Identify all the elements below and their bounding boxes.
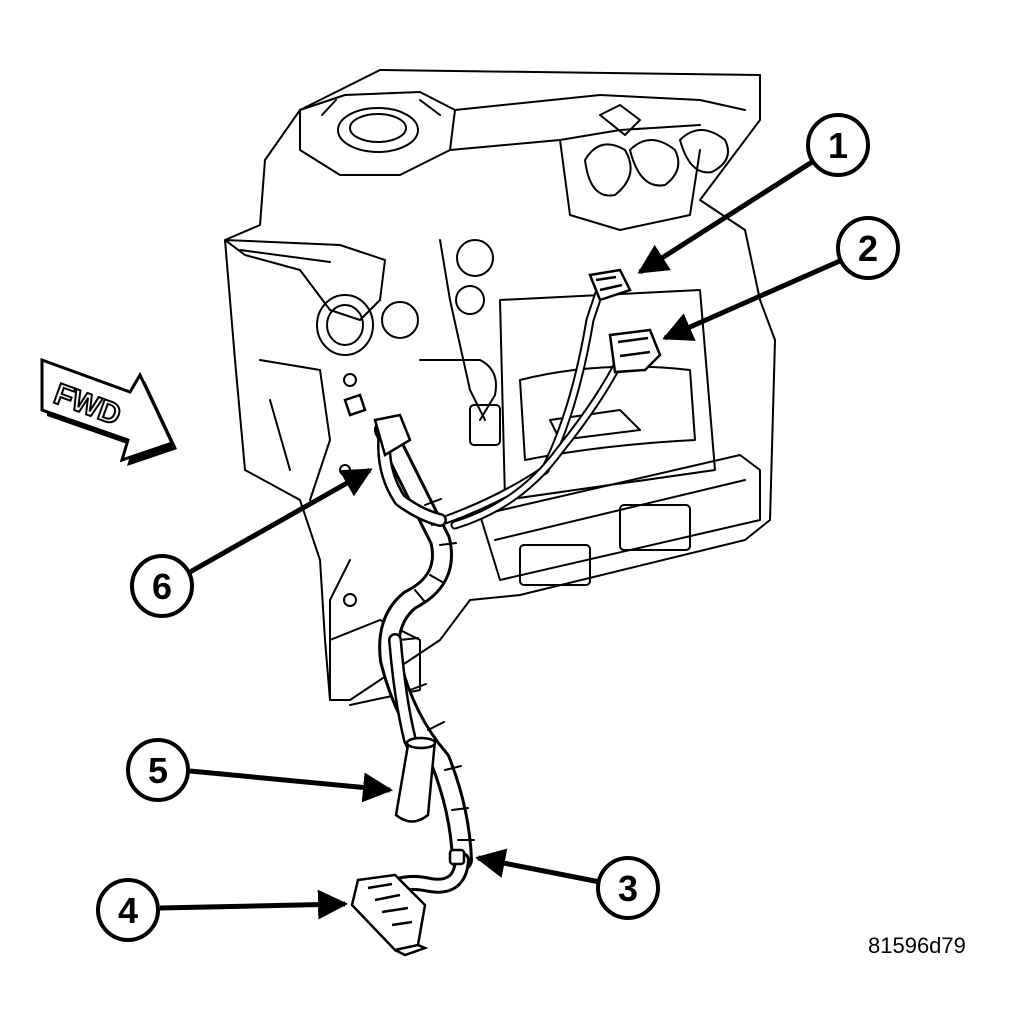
callout-4-label: 4: [118, 890, 138, 931]
leader-arrows: [159, 159, 844, 920]
connector-4-component: [350, 873, 429, 957]
callout-5: 5: [126, 738, 190, 802]
callout-5-label: 5: [148, 750, 168, 791]
callout-4: 4: [96, 878, 160, 942]
tube-5-component: [394, 736, 437, 823]
ground-eyelet-6-component: [343, 393, 412, 457]
callout-3-label: 3: [618, 868, 638, 909]
engine-compartment-illustration: [224, 69, 776, 706]
callout-2: 2: [836, 216, 900, 280]
callout-1-label: 1: [828, 125, 848, 166]
callout-3: 3: [596, 856, 660, 920]
callout-1: 1: [806, 113, 870, 177]
clip-3-component: [448, 848, 466, 866]
callout-6-label: 6: [152, 566, 172, 607]
figure-reference-code: 81596d79: [868, 933, 966, 958]
callout-2-label: 2: [858, 228, 878, 269]
wiring-harness: [372, 285, 625, 903]
connector-1-component: [588, 268, 632, 302]
connector-2-component: [608, 328, 662, 374]
fwd-direction-arrow: FWD: [40, 357, 177, 466]
callout-6: 6: [130, 554, 194, 618]
